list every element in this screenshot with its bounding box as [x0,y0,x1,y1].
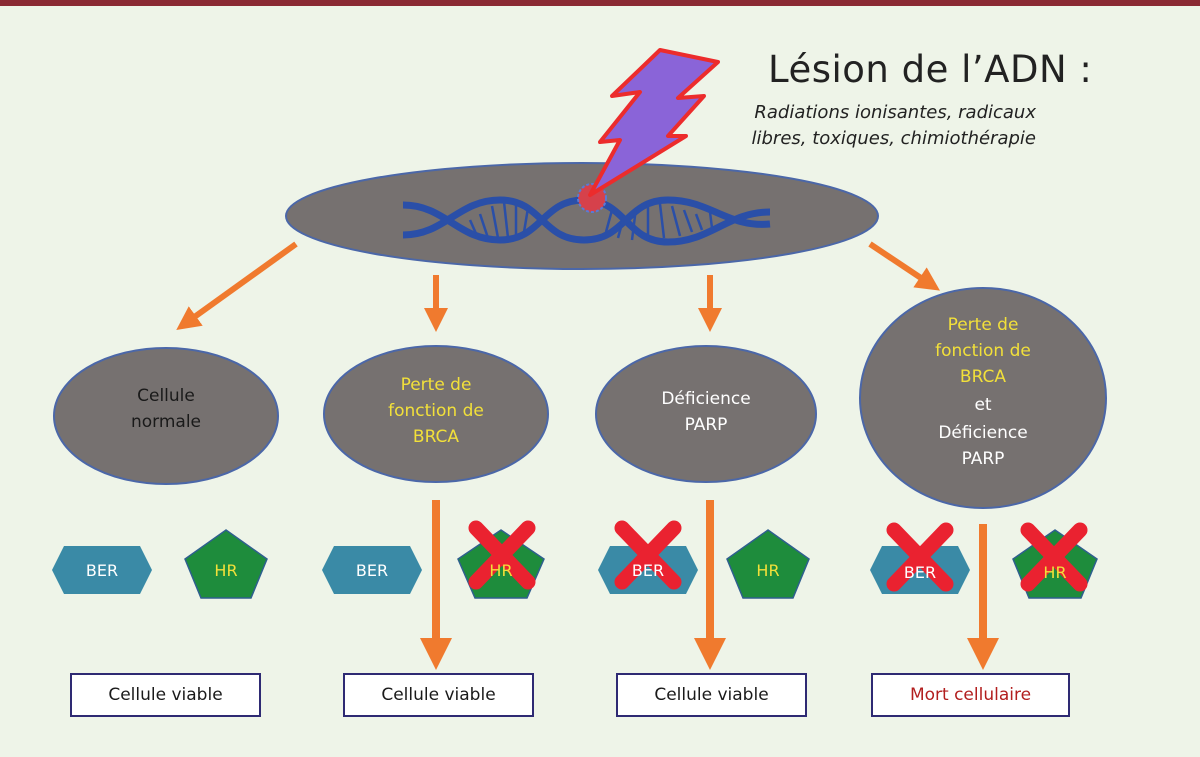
branch-label-3: Déficience PARP [626,386,786,438]
branch-label-line: Perte de [400,375,472,395]
outcome-box-2: Cellule viable [343,673,534,717]
outcome-box-3: Cellule viable [616,673,807,717]
lightning-bolt-icon [588,48,720,197]
branch-label-connector: et [974,395,992,415]
diagram-subtitle: Radiations ionisantes, radicaux libres, … [690,100,1036,152]
branch-label-line: BRCA [412,427,460,447]
ber-label-3: BER [632,561,664,580]
dna-oval [285,162,879,270]
diagram-title: Lésion de l’ADN : [768,48,1093,91]
ber-hexagon-2 [322,546,422,594]
hr-pentagon-3 [726,529,810,599]
hr-label-2: HR [489,561,512,580]
ber-hexagon-1 [52,546,152,594]
red-x-icon [886,522,954,592]
branch-label-line: Déficience [661,389,751,409]
arrow-to-branch-1 [176,241,298,330]
branch-label-line: PARP [961,449,1005,469]
hr-label-3: HR [756,561,779,580]
top-rule [0,0,1200,6]
ber-label-4: BER [904,563,936,582]
branch-oval-4 [859,287,1107,509]
branch-label-line: Déficience [938,423,1028,443]
branch-oval-2 [323,345,549,483]
hr-pentagon-1 [184,529,268,599]
subtitle-line: libres, toxiques, chimiothérapie [751,128,1036,149]
ber-label-2: BER [356,561,388,580]
red-x-icon [614,520,682,590]
hr-label-4: HR [1043,563,1066,582]
branch-label-1: Cellule normale [86,383,246,435]
outcome-box-4: Mort cellulaire [871,673,1070,717]
branch-label-line: Perte de [947,315,1019,335]
branch-label-line: Cellule [137,386,195,406]
branch-label-line: BRCA [959,367,1007,387]
hr-label-1: HR [214,561,237,580]
subtitle-line: Radiations ionisantes, radicaux [754,102,1036,123]
branch-label-2: Perte de fonction de BRCA [356,372,516,450]
branch-label-line: fonction de [935,341,1031,361]
branch-oval-3 [595,345,817,483]
branch-label-4: Perte de fonction de BRCA et Déficience … [903,312,1063,472]
ber-label-1: BER [86,561,118,580]
arrow-to-branch-4 [868,241,940,291]
outcome-box-1: Cellule viable [70,673,261,717]
red-x-icon [1020,522,1088,592]
branch-label-line: normale [130,412,202,432]
branch-label-line: PARP [684,415,728,435]
branch-label-line: fonction de [388,401,484,421]
red-x-icon [468,520,536,590]
branch-oval-1 [53,347,279,485]
